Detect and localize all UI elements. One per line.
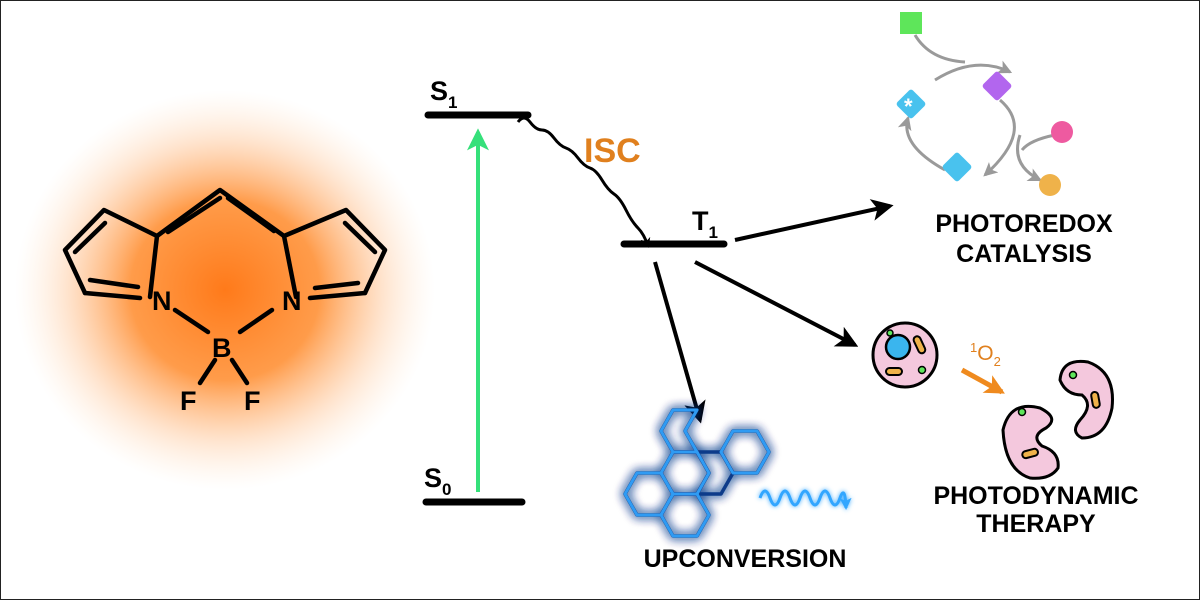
photoredox-label-line1: PHOTOREDOX: [935, 210, 1113, 238]
cycle-arc-top: [934, 60, 1013, 82]
pink-circle: [1051, 121, 1073, 143]
damaged-cell-lower: [1001, 404, 1060, 480]
arrow-to-upconversion: [653, 261, 706, 424]
atom-n-right: N: [282, 286, 302, 316]
cycle-branch-in: [1020, 133, 1056, 152]
blue-diamond-star: [896, 89, 926, 119]
pdt-label-line2: THERAPY: [976, 510, 1096, 538]
singlet-oxygen-arrow: [960, 367, 1005, 395]
atom-f-left: F: [180, 386, 197, 416]
arrow-to-photoredox: [734, 199, 894, 242]
atom-f-right: F: [244, 386, 261, 416]
bodipy-molecule: N N B F F: [15, 90, 435, 490]
orange-glow: [15, 90, 435, 490]
upconversion-label: UPCONVERSION: [644, 545, 847, 573]
emitted-light-wave: [758, 489, 852, 510]
cycle-arc-right: [983, 98, 1016, 177]
s1-label: S1: [430, 76, 457, 112]
blue-diamond: [942, 152, 972, 182]
upconversion: UPCONVERSION: [623, 408, 852, 573]
cycle-arc-left: [897, 115, 946, 172]
photoredox-cycle: * PHOTOREDOX CATALYSIS: [896, 12, 1113, 268]
energy-diagram: S1 S0 T1 ISC: [422, 76, 894, 506]
singlet-oxygen-label: 1O2: [970, 340, 1001, 369]
cycle-feed-in: [913, 34, 966, 64]
arrow-to-pdt: [694, 260, 859, 347]
green-square: [900, 12, 922, 34]
damaged-cell-upper: [1058, 359, 1114, 440]
molecule-bonds: [62, 187, 388, 386]
pdt-label-line1: PHOTODYNAMIC: [933, 482, 1138, 510]
atom-n-left: N: [152, 286, 172, 316]
purple-diamond: [982, 71, 1012, 101]
s0-label: S0: [424, 463, 451, 499]
t1-label: T1: [692, 206, 718, 242]
healthy-cell: [871, 321, 939, 389]
isc-wavy-arrow: [516, 116, 651, 248]
isc-label: ISC: [584, 132, 641, 170]
excited-star: *: [904, 94, 913, 119]
photoredox-label-line2: CATALYSIS: [956, 240, 1092, 268]
atom-boron: B: [212, 333, 232, 363]
photodynamic-therapy: 1O2 PHOTODYNAMIC THERAPY: [871, 321, 1139, 538]
orange-circle: [1039, 174, 1061, 196]
cycle-branch-out: [1016, 134, 1043, 182]
